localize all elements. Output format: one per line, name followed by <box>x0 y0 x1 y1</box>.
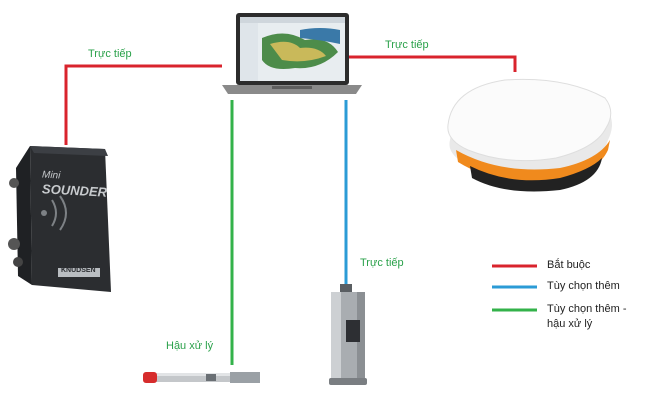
cylinder-sensor <box>329 284 367 385</box>
legend-label-postprocess-2: hậu xử lý <box>547 317 592 332</box>
line-laptop-gnss <box>348 57 515 72</box>
label-laptop-gnss: Trực tiếp <box>385 39 429 51</box>
legend-label-postprocess-1: Tùy chọn thêm - <box>547 302 626 317</box>
legend-label-required: Bắt buộc <box>547 258 590 273</box>
laptop <box>222 13 362 94</box>
probe-sensor <box>143 372 260 383</box>
label-laptop-probe: Hậu xử lý <box>166 340 213 352</box>
label-laptop-sounder: Trực tiếp <box>88 48 132 60</box>
line-laptop-sounder <box>66 66 222 145</box>
label-laptop-sensor: Trực tiếp <box>360 257 404 269</box>
sounder-brand-top: Mini <box>42 170 61 182</box>
gnss-receiver <box>448 79 612 191</box>
legend-label-optional: Tùy chọn thêm <box>547 279 620 294</box>
sounder-maker: KNUDSEN <box>61 267 96 274</box>
